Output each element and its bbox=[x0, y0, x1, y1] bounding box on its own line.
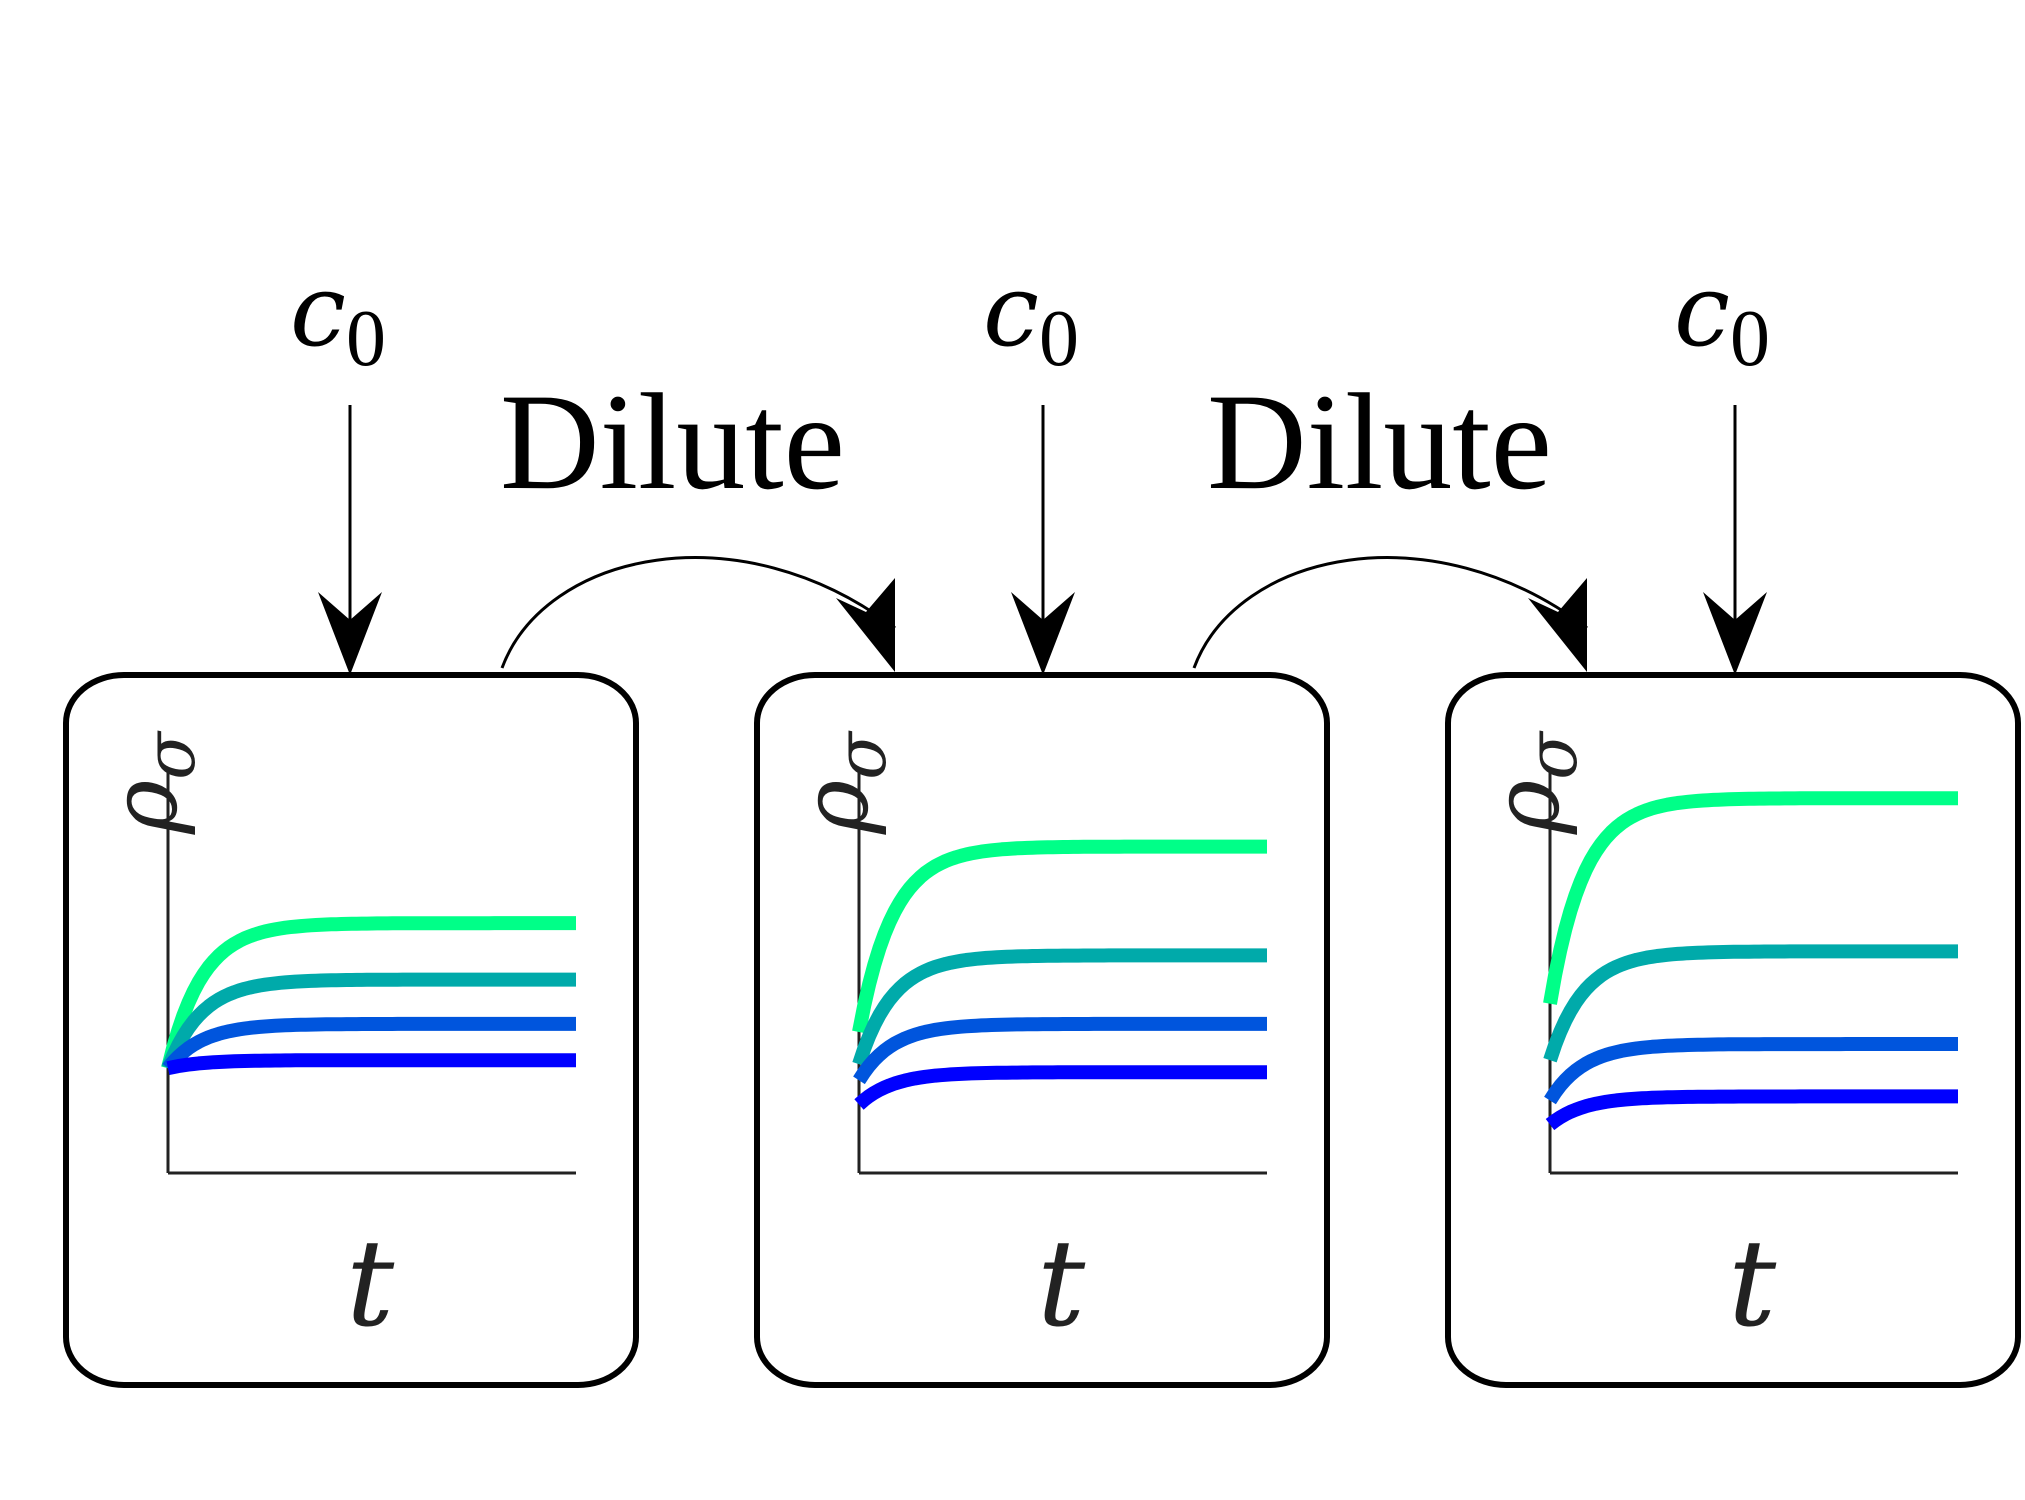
dilute-arrow-2 bbox=[1192, 556, 1588, 672]
input-arrow-3 bbox=[1703, 405, 1767, 675]
x-axis-label: t bbox=[1037, 1215, 1086, 1354]
series-curve-1 bbox=[852, 839, 1269, 1034]
panel-frame bbox=[63, 672, 639, 1388]
input-label-subscript: 0 bbox=[1730, 295, 1770, 383]
input-label-main: c bbox=[983, 252, 1039, 369]
input-label-subscript: 0 bbox=[346, 295, 386, 383]
series-curve-4 bbox=[166, 1053, 578, 1076]
y-axis-label-main: ρ bbox=[782, 780, 889, 835]
series-curve-3 bbox=[162, 1016, 578, 1073]
panel-frame bbox=[754, 672, 1330, 1388]
dilute-arrow-1 bbox=[500, 556, 896, 672]
dilute-label-2: Dilute bbox=[1207, 365, 1552, 518]
series-curve-4 bbox=[854, 1065, 1269, 1110]
input-arrow-1 bbox=[318, 405, 382, 675]
y-axis-label: ρσ bbox=[1473, 730, 1593, 835]
series-curve-2 bbox=[161, 972, 578, 1071]
series-curve-2 bbox=[852, 948, 1269, 1067]
y-axis-label-sub: σ bbox=[1511, 730, 1593, 780]
series-curve-4 bbox=[1545, 1089, 1960, 1131]
input-arrow-2 bbox=[1011, 405, 1075, 675]
y-axis-label: ρσ bbox=[782, 730, 902, 835]
x-axis-label: t bbox=[346, 1215, 395, 1354]
series-curve-1 bbox=[161, 916, 578, 1070]
dilute-label-1: Dilute bbox=[500, 365, 845, 518]
input-label-1: c0 bbox=[290, 252, 386, 383]
panel-1: ρσ t bbox=[63, 672, 639, 1388]
series-curve-3 bbox=[1544, 1037, 1960, 1105]
input-label-2: c0 bbox=[983, 252, 1079, 383]
series-curve-2 bbox=[1543, 944, 1960, 1063]
panel-frame bbox=[1445, 672, 2021, 1388]
y-axis-label-sub: σ bbox=[820, 730, 902, 780]
y-axis-label-main: ρ bbox=[91, 780, 198, 835]
panel-2: ρσ t bbox=[754, 672, 1330, 1388]
y-axis-label-sub: σ bbox=[129, 730, 211, 780]
x-axis-label: t bbox=[1728, 1215, 1777, 1354]
series-curve-1 bbox=[1543, 791, 1960, 1005]
panel-3: ρσ t bbox=[1445, 672, 2021, 1388]
input-label-3: c0 bbox=[1674, 252, 1770, 383]
input-label-main: c bbox=[290, 252, 346, 369]
y-axis-label-main: ρ bbox=[1473, 780, 1580, 835]
svg-text:c0: c0 bbox=[983, 252, 1079, 383]
input-label-main: c bbox=[1674, 252, 1730, 369]
y-axis-label: ρσ bbox=[91, 730, 211, 835]
input-label-subscript: 0 bbox=[1039, 295, 1079, 383]
svg-text:c0: c0 bbox=[290, 252, 386, 383]
svg-text:c0: c0 bbox=[1674, 252, 1770, 383]
series-curve-3 bbox=[853, 1016, 1269, 1085]
